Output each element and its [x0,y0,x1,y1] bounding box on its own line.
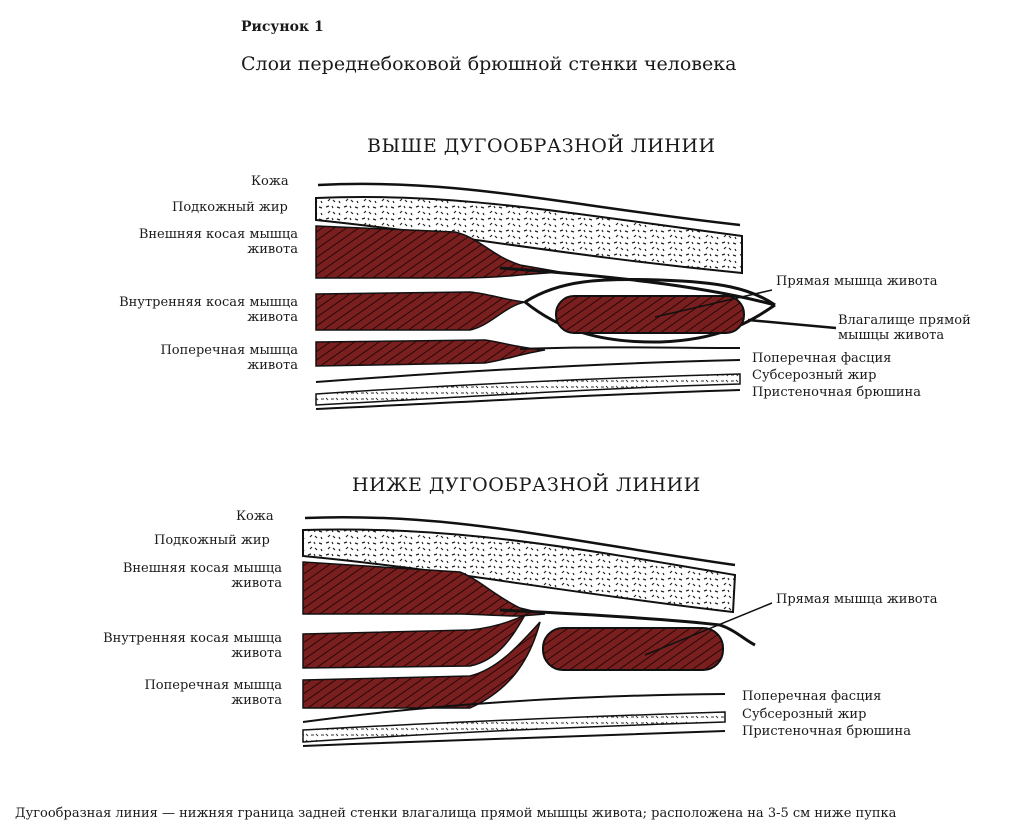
skin-layer [304,515,736,567]
label-skin: Кожа [251,174,289,189]
extraperitoneal-fat [315,373,741,406]
skin-layer [317,182,741,227]
label-internal-oblique: Внутренняя косая мышца живота [119,295,298,325]
label-transversus: Поперечная мышца живота [160,343,298,373]
label-rectus: Прямая мышца живота [776,592,938,607]
label-rectus-sheath: Влагалище прямой мышцы живота [838,313,971,343]
label-peritoneum: Пристеночная брюшина [752,385,921,400]
panel-below-arcuate-line [302,515,773,747]
panel-title-below: НИЖЕ ДУГООБРАЗНОЙ ЛИНИИ [352,474,701,496]
extraperitoneal-fat [302,711,726,743]
rectus-muscle [542,627,724,671]
transversalis-fascia [302,693,726,723]
rectus-sheath-anterior [524,277,776,307]
panel-title-above: ВЫШЕ ДУГООБРАЗНОЙ ЛИНИИ [367,135,716,157]
internal-oblique-muscle [315,291,526,331]
figure-label: Рисунок 1 [241,19,324,35]
label-transversalis-fascia: Поперечная фасция [742,689,882,704]
label-transversus: Поперечная мышца живота [144,678,282,708]
label-skin: Кожа [236,509,274,524]
footnote: Дугообразная линия — нижняя граница задн… [15,806,897,821]
transversus-muscle [302,621,541,709]
transversalis-fascia [315,359,741,383]
label-extraperitoneal-fat: Субсерозный жир [752,368,877,383]
external-oblique-muscle [302,561,546,617]
internal-oblique-muscle [302,613,527,669]
parietal-peritoneum [315,389,741,410]
label-internal-oblique: Внутренняя косая мышца живота [103,631,282,661]
label-extraperitoneal-fat: Субсерозный жир [742,707,867,722]
label-subcutaneous-fat: Подкожный жир [172,200,288,215]
figure-title: Слои переднебоковой брюшной стенки челов… [241,53,737,75]
external-oblique-muscle [315,225,561,279]
label-transversalis-fascia: Поперечная фасция [752,351,892,366]
parietal-peritoneum [302,730,726,747]
label-external-oblique: Внешняя косая мышца живота [138,227,298,257]
label-peritoneum: Пристеночная брюшина [742,724,911,739]
transversus-muscle [315,339,546,367]
label-external-oblique: Внешняя косая мышца живота [122,561,282,591]
panel-above-arcuate-line [315,182,837,410]
label-subcutaneous-fat: Подкожный жир [154,533,270,548]
label-rectus: Прямая мышца живота [776,274,938,289]
rectus-muscle [555,295,745,334]
